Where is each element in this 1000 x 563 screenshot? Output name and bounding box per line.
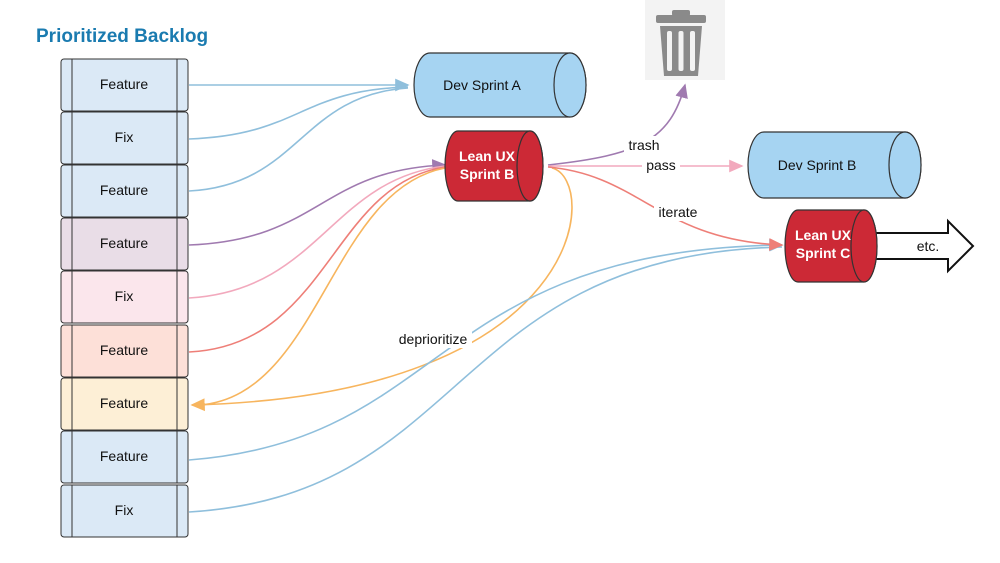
backlog-item: Feature: [60, 58, 189, 112]
connectors-to-lean-sprint-c: [188, 238, 784, 513]
etc-label: etc.: [917, 238, 940, 254]
dev-sprint-a-label: Dev Sprint A: [443, 77, 521, 93]
diagram-title: Prioritized Backlog: [36, 26, 209, 47]
backlog-item: Fix: [60, 270, 189, 324]
deprioritize-connector: [190, 167, 573, 412]
backlog-item: Fix: [60, 111, 189, 165]
iterate-connector: [547, 166, 784, 251]
backlog-item: Feature: [60, 164, 189, 218]
connector: [188, 86, 409, 140]
edge-label-pass: pass: [646, 157, 676, 173]
backlog-item: Feature: [60, 217, 189, 271]
lean-ux-sprint-c: Lean UX Sprint C: [784, 209, 878, 283]
edge-label-trash: trash: [628, 137, 659, 153]
trash-can-icon: [645, 0, 725, 80]
backlog-item-label: Feature: [100, 342, 148, 358]
connector: [188, 159, 447, 246]
connector: [188, 87, 409, 192]
connector: [188, 238, 784, 461]
backlog-item-label: Fix: [115, 129, 134, 145]
lean-ux-sprint-b: Lean UX Sprint B: [444, 130, 544, 202]
edge-label-deprioritize: deprioritize: [399, 331, 468, 347]
backlog-item-label: Feature: [100, 76, 148, 92]
lean-sprint-b-line2: Sprint B: [460, 166, 514, 182]
backlog-stack: Feature Fix Feature Feature Fix Feature: [60, 58, 189, 538]
dev-sprint-b-label: Dev Sprint B: [778, 157, 857, 173]
connector: [199, 167, 446, 406]
lean-sprint-c-line1: Lean UX: [795, 227, 852, 243]
backlog-item: Feature: [60, 377, 189, 431]
connector: [188, 166, 446, 353]
etc-arrow: etc.: [865, 218, 975, 274]
backlog-item: Feature: [60, 430, 189, 484]
backlog-item-label: Feature: [100, 235, 148, 251]
backlog-item-label: Feature: [100, 182, 148, 198]
connectors-to-dev-sprint-a: [188, 78, 410, 192]
lean-sprint-b-line1: Lean UX: [459, 148, 516, 164]
backlog-item-label: Feature: [100, 448, 148, 464]
backlog-item: Fix: [60, 484, 189, 538]
dev-sprint-a: Dev Sprint A: [413, 52, 587, 118]
backlog-item-label: Fix: [115, 502, 134, 518]
connector: [188, 246, 783, 513]
connector: [188, 165, 446, 299]
lean-sprint-c-line2: Sprint C: [796, 245, 850, 261]
connectors-to-lean-sprint-b: [188, 159, 447, 406]
backlog-item: Feature: [60, 324, 189, 378]
edge-label-iterate: iterate: [659, 204, 698, 220]
backlog-item-label: Feature: [100, 395, 148, 411]
backlog-item-label: Fix: [115, 288, 134, 304]
dev-sprint-b: Dev Sprint B: [747, 131, 922, 199]
